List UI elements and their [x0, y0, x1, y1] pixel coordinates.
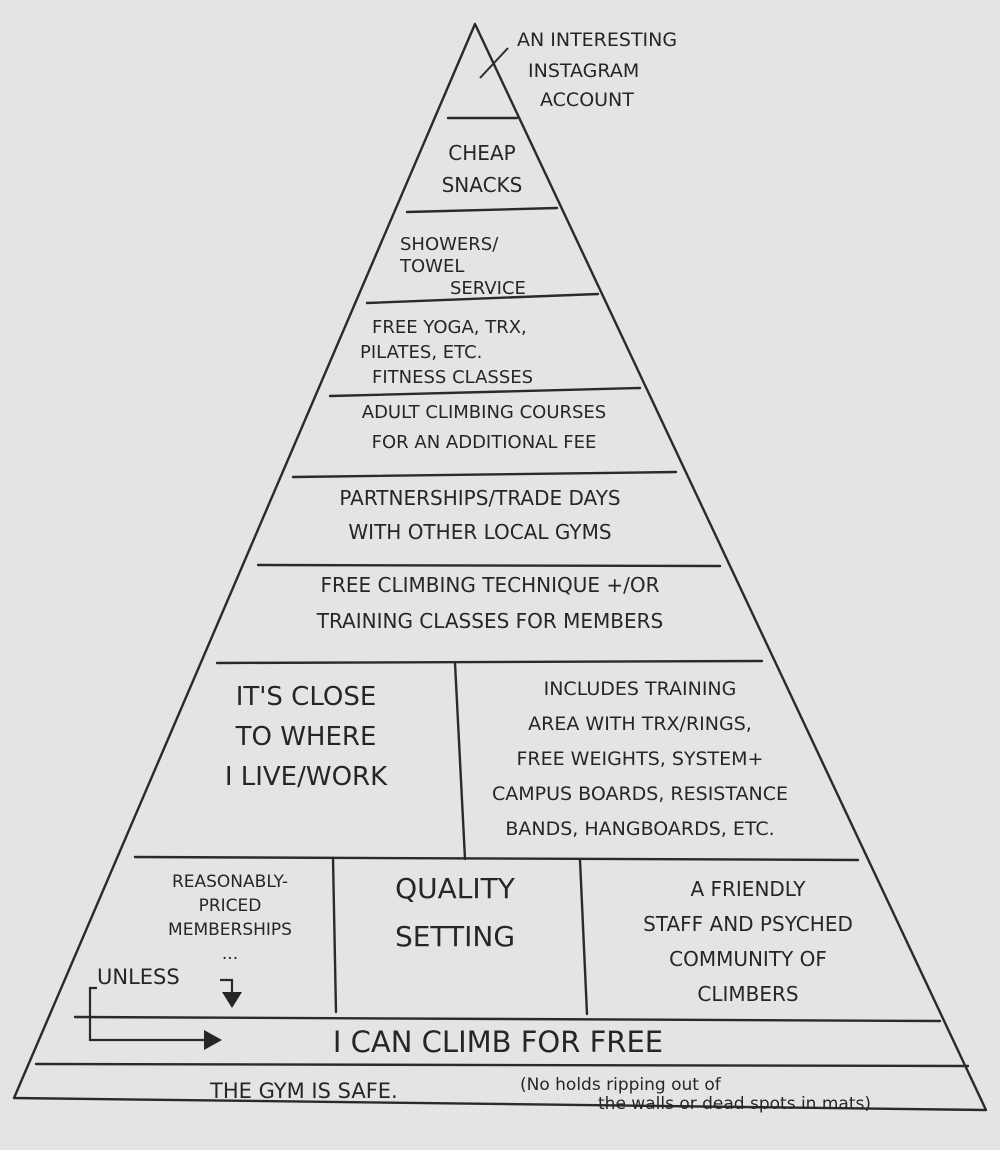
tier-staff-line-1: A FRIENDLY [690, 877, 806, 901]
tier-close-line-2: TO WHERE [235, 722, 377, 752]
tier-partnerships: PARTNERSHIPS/TRADE DAYS WITH OTHER LOCAL … [339, 486, 620, 544]
tier-safe: THE GYM IS SAFE. [209, 1079, 398, 1103]
tier-courses-line-2: FOR AN ADDITIONAL FEE [372, 432, 597, 453]
tier-staff: A FRIENDLY STAFF AND PSYCHED COMMUNITY OF C… [643, 877, 853, 1006]
tier-training-area-line-1: INCLUDES TRAINING [544, 678, 737, 700]
tier-staff-line-4: CLIMBERS [697, 982, 798, 1006]
safe-note: (No holds ripping out of the walls or de… [520, 1075, 871, 1114]
tier-memberships-line-1: REASONABLY- [172, 872, 288, 892]
tier-close-line-3: I LIVE/WORK [225, 762, 388, 792]
tier-staff-line-2: STAFF AND PSYCHED [643, 912, 853, 936]
tier-safe-line-1: THE GYM IS SAFE. [209, 1079, 398, 1103]
tier-snacks-line-2: SNACKS [442, 173, 523, 197]
top-note: AN INTERESTING INSTAGRAM ACCOUNT [479, 29, 677, 111]
tier-fitness-line-2: PILATES, ETC. [360, 342, 482, 363]
tier-fitness-line-3: FITNESS CLASSES [372, 367, 533, 388]
tier-memberships: REASONABLY- PRICED MEMBERSHIPS... [168, 872, 292, 964]
top-note-pointer [479, 47, 509, 79]
unless-arrowhead-down [222, 992, 242, 1008]
tier-showers-line-1: SHOWERS/ [400, 234, 499, 255]
tier-courses-line-1: ADULT CLIMBING COURSES [362, 402, 607, 423]
tier-technique-line-1: FREE CLIMBING TECHNIQUE +/OR [321, 573, 660, 597]
tier-snacks-line-1: CHEAP [448, 141, 515, 165]
tier-showers-line-3: SERVICE [450, 278, 526, 299]
safe-note-line-2: the walls or dead spots in mats) [598, 1094, 871, 1114]
unless-arrowhead-right [204, 1030, 222, 1050]
tier-snacks: CHEAP SNACKS [442, 141, 523, 197]
tier-partnerships-line-2: WITH OTHER LOCAL GYMS [348, 520, 611, 544]
tier-fitness: FREE YOGA, TRX, PILATES, ETC. FITNESS CLAS… [360, 317, 533, 388]
tier-free-line-1: I CAN CLIMB FOR FREE [333, 1025, 663, 1059]
tier-staff-line-3: COMMUNITY OF [669, 947, 827, 971]
tier-free: I CAN CLIMB FOR FREE [333, 1025, 663, 1059]
tier-technique-line-2: TRAINING CLASSES FOR MEMBERS [316, 609, 663, 633]
tier-training-area-line-3: FREE WEIGHTS, SYSTEM+ [517, 748, 764, 770]
top-note-line-3: ACCOUNT [540, 89, 634, 111]
tier-memberships-line-3: MEMBERSHIPS [168, 920, 292, 940]
tier-quality-line-2: SETTING [395, 920, 515, 953]
safe-note-line-1: (No holds ripping out of [520, 1075, 722, 1095]
tier-quality: QUALITY SETTING [395, 872, 516, 953]
unless-label: UNLESS [97, 965, 180, 989]
unless-annotation: UNLESS [88, 965, 242, 1050]
tier-memberships-line-4: ... [222, 944, 238, 964]
tier-training-area-line-5: BANDS, HANGBOARDS, ETC. [505, 818, 774, 840]
tier-training-area-line-2: AREA WITH TRX/RINGS, [528, 713, 752, 735]
tier-quality-line-1: QUALITY [395, 872, 516, 905]
top-note-line-1: AN INTERESTING [517, 29, 677, 51]
pyramid-outline [12, 22, 988, 1112]
tier-fitness-line-1: FREE YOGA, TRX, [372, 317, 527, 338]
tier-training-area: INCLUDES TRAINING AREA WITH TRX/RINGS, FRE… [492, 678, 788, 840]
tier-technique: FREE CLIMBING TECHNIQUE +/OR TRAINING CLA… [316, 573, 663, 633]
tier-showers-line-2: TOWEL [399, 256, 464, 277]
unless-arrow-loop [88, 986, 206, 1042]
tier-memberships-line-2: PRICED [199, 896, 262, 916]
top-note-line-2: INSTAGRAM [528, 60, 639, 82]
tier-partnerships-line-1: PARTNERSHIPS/TRADE DAYS [339, 486, 620, 510]
tier-courses: ADULT CLIMBING COURSES FOR AN ADDITIONAL … [362, 402, 607, 453]
tier-close-line-1: IT'S CLOSE [236, 682, 377, 712]
tier-close: IT'S CLOSE TO WHERE I LIVE/WORK [225, 682, 388, 792]
tier-training-area-line-4: CAMPUS BOARDS, RESISTANCE [492, 783, 788, 805]
